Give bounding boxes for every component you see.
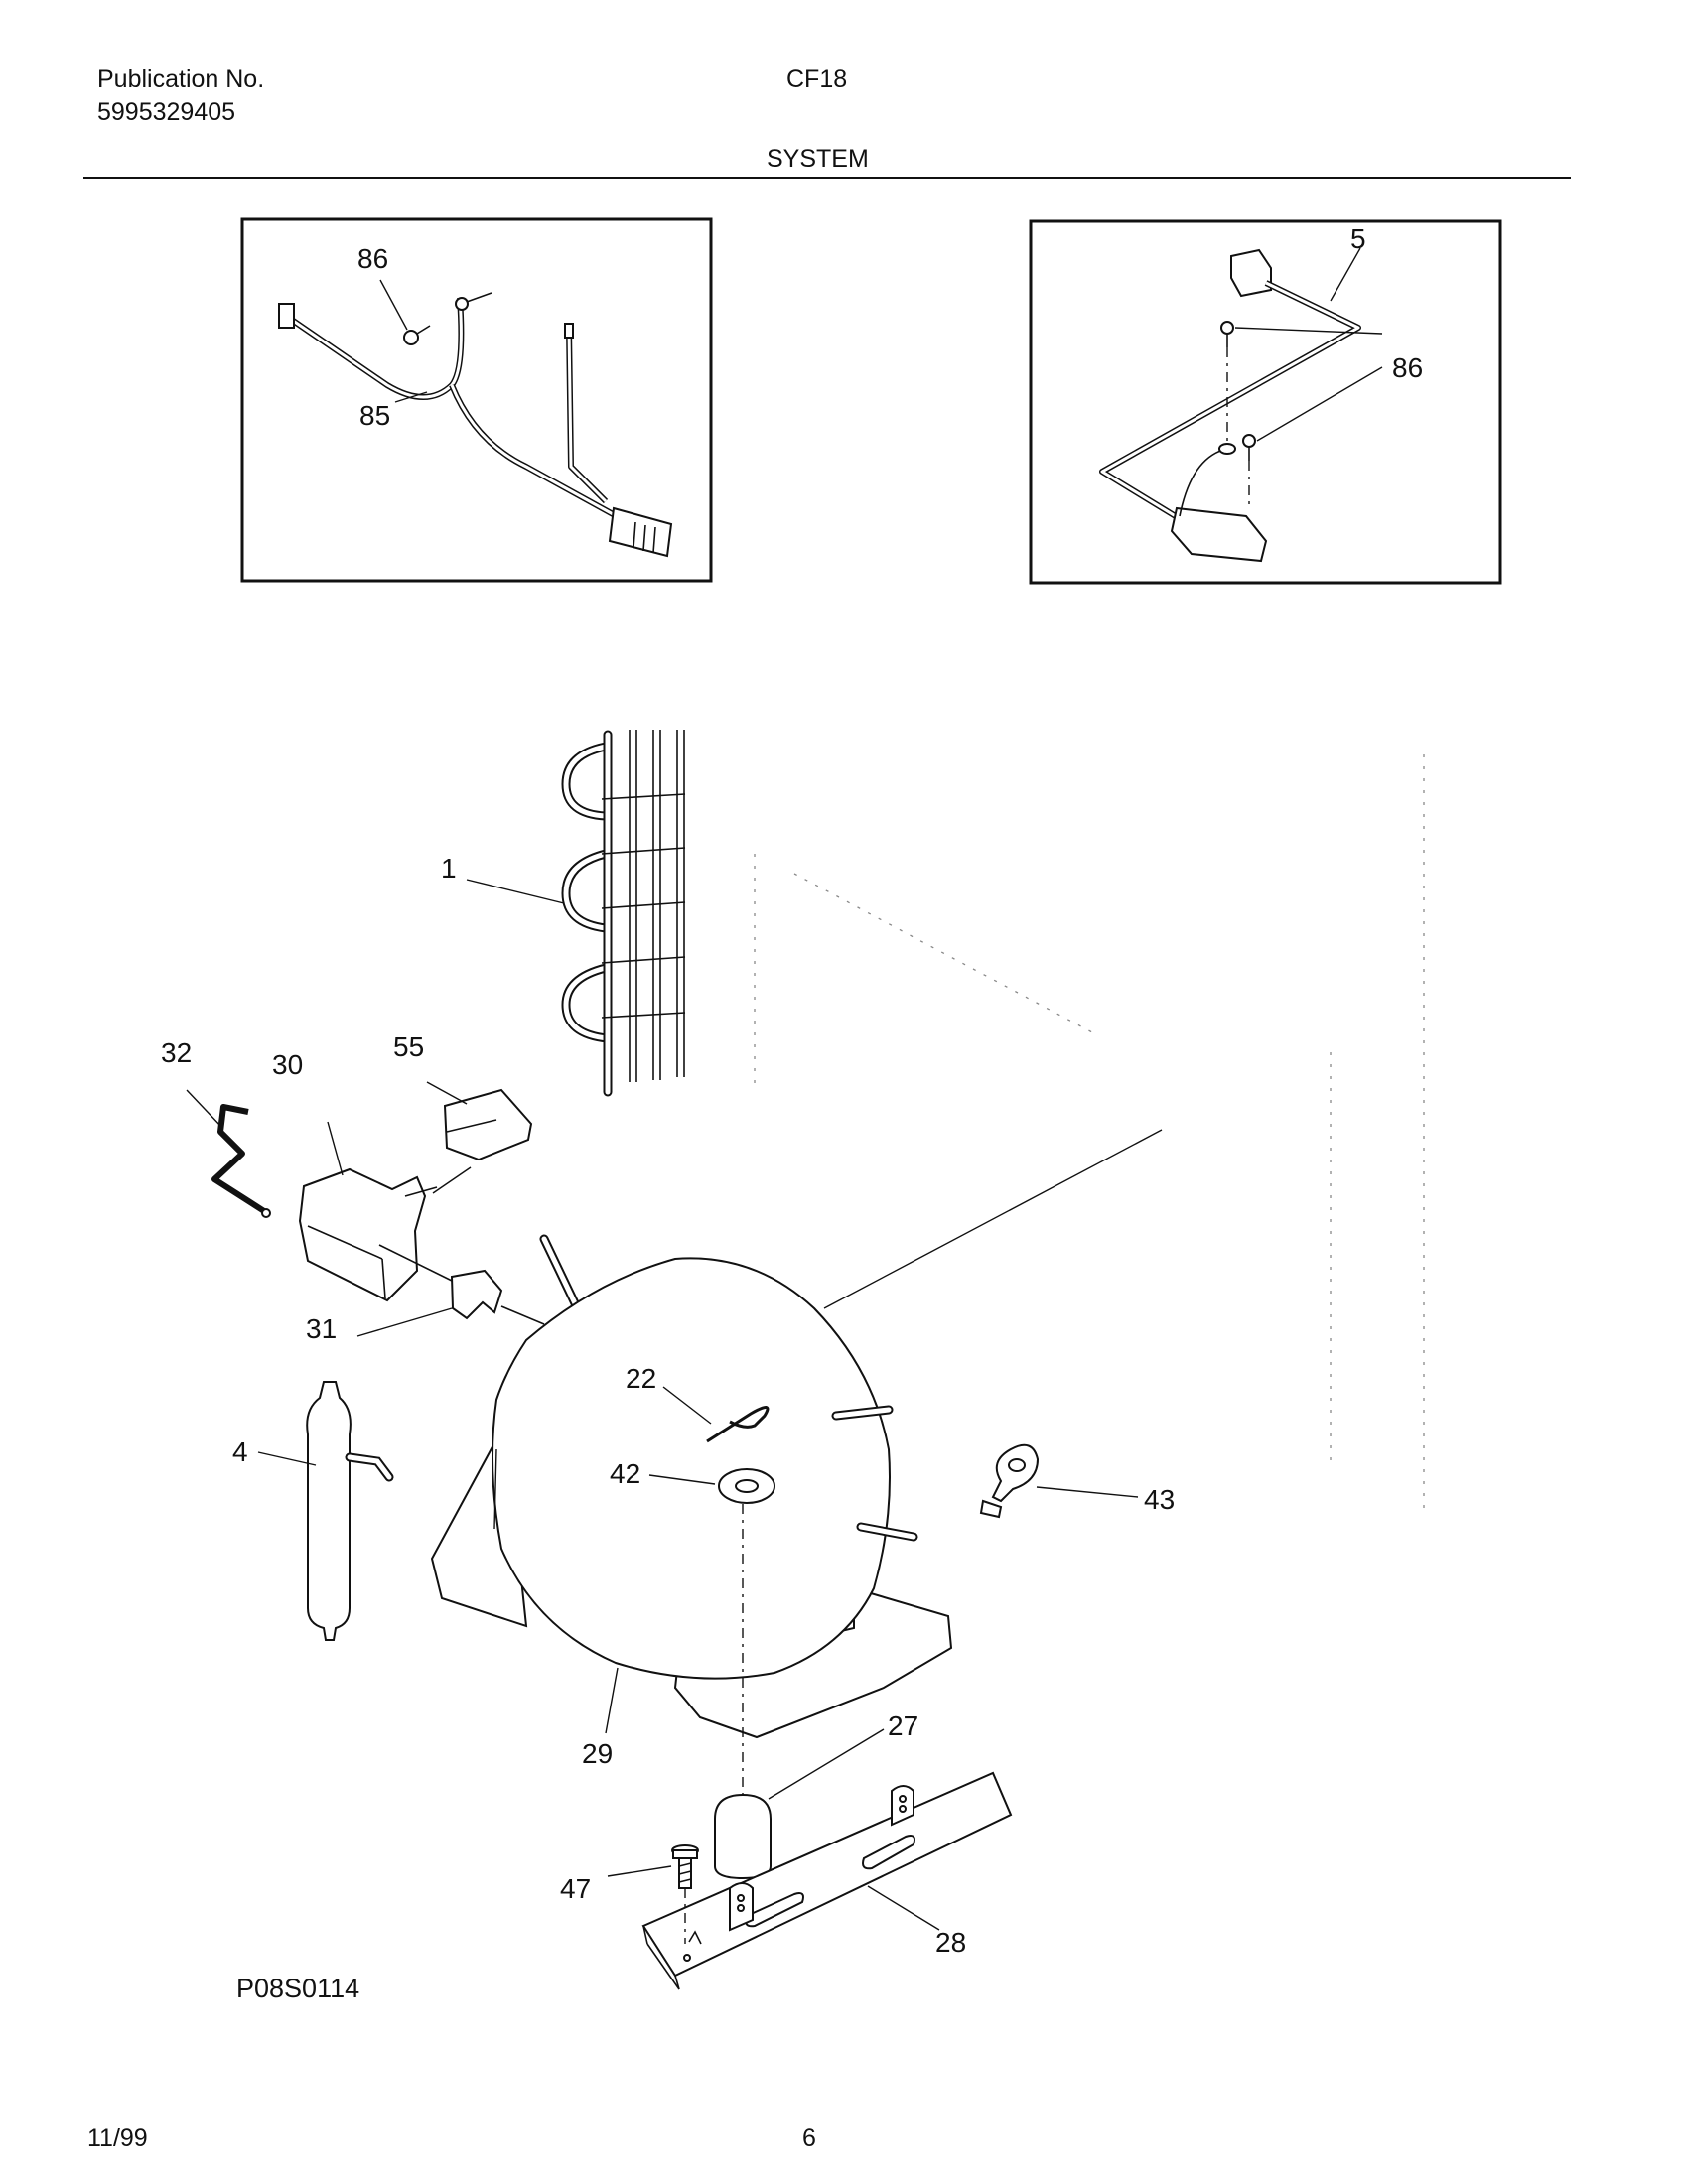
part-55-cover	[426, 1081, 533, 1194]
part-22-clip	[662, 1386, 770, 1443]
part-28-base-plate	[641, 1771, 1013, 1990]
callout-22: 22	[626, 1363, 656, 1394]
part-42-grommet	[648, 1468, 775, 1848]
callout-42: 42	[610, 1458, 640, 1489]
header-divider	[83, 177, 1571, 179]
part-1-condenser	[466, 730, 686, 1097]
part-47-screw	[607, 1844, 699, 1944]
page-number: 6	[802, 2124, 816, 2152]
callout-30: 30	[272, 1049, 303, 1080]
callout-29: 29	[582, 1738, 613, 1769]
publication-number: 5995329405	[97, 98, 236, 126]
callout-47: 47	[560, 1873, 591, 1904]
callout-85: 85	[359, 400, 390, 431]
part-31-protector	[356, 1244, 545, 1337]
callout-28: 28	[935, 1927, 966, 1958]
section-title: SYSTEM	[767, 145, 869, 173]
diagram-code: P08S0114	[236, 1974, 360, 2003]
callout-5: 5	[1350, 223, 1366, 254]
model-number: CF18	[786, 66, 848, 93]
part-30-relay	[298, 1121, 438, 1302]
callout-4: 4	[232, 1436, 248, 1467]
part-43-clamp	[979, 1443, 1139, 1519]
part-27-grommet	[714, 1728, 885, 1880]
callout-55: 55	[393, 1031, 424, 1062]
part-32-wire	[186, 1089, 271, 1218]
callout-31: 31	[306, 1313, 337, 1344]
callout-32: 32	[161, 1037, 192, 1068]
callout-86-left: 86	[357, 243, 388, 274]
part-29-compressor	[430, 1129, 1163, 1739]
callout-86-right: 86	[1392, 352, 1423, 383]
publication-label: Publication No.	[97, 66, 265, 93]
inset-power-cord	[1029, 219, 1502, 585]
callout-27: 27	[888, 1710, 918, 1741]
background-ghost-lines	[754, 754, 1425, 1509]
footer-date: 11/99	[87, 2124, 148, 2152]
callout-1: 1	[441, 853, 457, 884]
inset-wiring-harness	[240, 217, 713, 583]
part-4-drier	[257, 1381, 394, 1641]
callout-43: 43	[1144, 1484, 1175, 1515]
